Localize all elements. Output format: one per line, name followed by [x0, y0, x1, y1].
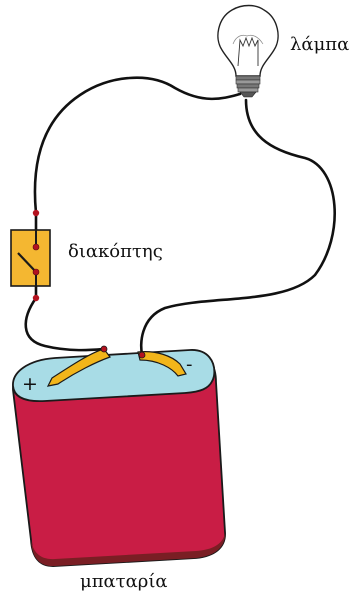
wire-switch-to-lamp	[33, 76, 242, 215]
switch-label: διακόπτης	[68, 241, 163, 262]
battery-label: μπαταρία	[80, 571, 168, 592]
lamp-label: λάμπα	[290, 34, 350, 55]
switch-icon	[10, 209, 51, 302]
lamp-icon	[217, 4, 279, 98]
wire-lamp-to-battery	[139, 98, 336, 356]
minus-terminal	[137, 351, 187, 377]
wire-switch-to-battery	[24, 296, 106, 352]
minus-sign: -	[186, 354, 193, 375]
plus-sign: +	[22, 373, 38, 395]
battery-icon: + -	[12, 345, 226, 567]
plus-terminal	[46, 348, 111, 387]
